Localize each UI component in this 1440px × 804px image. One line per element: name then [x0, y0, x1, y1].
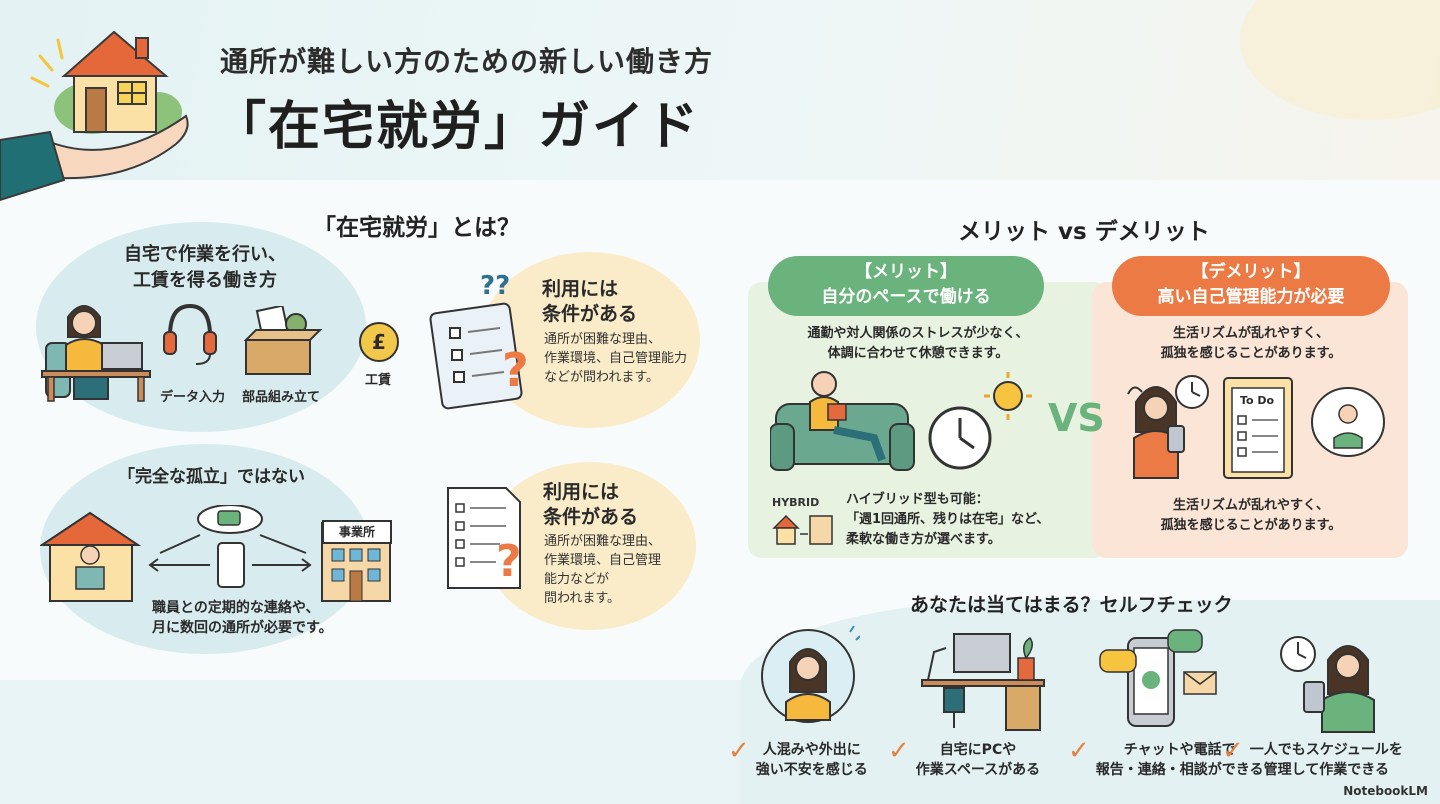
check-item-text: 人混みや外出に 強い不安を感じる — [755, 742, 868, 778]
person-laptop-icon — [41, 305, 151, 402]
header-band — [0, 0, 1440, 180]
isolation-heading: 「完全な孤立」ではない — [118, 467, 305, 487]
header-subtitle: 通所が難しい方のための新しい働き方 — [220, 45, 714, 78]
vs-badge: VS — [1048, 396, 1105, 440]
anxious-person-icon — [761, 625, 860, 723]
cond1-body: 通所が困難な理由、 作業環境、自己管理能力 などが問われます。 — [544, 332, 688, 385]
check-mark-icon: ✓ — [1068, 736, 1090, 766]
demerit-body: 生活リズムが乱れやすく、 孤独を感じることがあります。 — [1160, 326, 1342, 361]
check-item-4[interactable]: ✓ 一人でもスケジュールを 管理して作業できる — [1222, 736, 1403, 780]
task-label-data-entry: データ入力 — [160, 390, 226, 405]
check-item-text: 一人でもスケジュールを 管理して作業できる — [1249, 742, 1403, 778]
desk-pc-icon — [921, 633, 1045, 731]
check-mark-icon: ✓ — [1222, 736, 1244, 766]
definition-text: 自宅で作業を行い、 工賃を得る働き方 — [124, 244, 286, 291]
check-title: あなたは当てはまる？セルフチェック — [910, 594, 1233, 616]
check-mark-icon: ✓ — [888, 736, 910, 766]
merit-body: 通勤や対人関係のストレスが少なく、 体調に合わせて休憩できます。 — [807, 326, 1029, 361]
cond2-body: 通所が困難な理由、 作業環境、自己管理 能力などが 問われます。 — [544, 534, 662, 606]
page-title: 「在宅就労」ガイド — [214, 97, 701, 157]
schedule-person-icon — [1280, 636, 1375, 733]
hybrid-badge: HYBRID — [772, 496, 820, 509]
checklist-question-icon: ? — [447, 487, 522, 589]
relax-sofa-icon — [770, 371, 1032, 471]
hybrid-icon — [772, 514, 833, 545]
task-label-assembly: 部品組み立て — [242, 390, 321, 405]
office-sign: 事業所 — [322, 520, 392, 544]
check-item-1[interactable]: ✓ 人混みや外出に 強い不安を感じる — [728, 736, 868, 780]
check-item-3[interactable]: ✓ チャットや電話で 報告・連絡・相談ができる — [1068, 736, 1264, 780]
cond1-heading: 利用には 条件がある — [542, 278, 638, 325]
check-item-text: 自宅にPCや 作業スペースがある — [915, 742, 1041, 778]
wage-label: 工賃 — [365, 373, 392, 388]
hand-house-icon — [0, 30, 189, 202]
check-item-2[interactable]: ✓ 自宅にPCや 作業スペースがある — [888, 736, 1041, 780]
phone-chat-icon — [1099, 629, 1217, 727]
check-mark-icon: ✓ — [728, 736, 750, 766]
connection-diagram — [40, 505, 391, 602]
isolation-body: 職員との定期的な連絡や、 月に数回の通所が必要です。 — [152, 600, 333, 636]
todo-label: To Do — [1240, 394, 1275, 407]
check-item-text: チャットや電話で 報告・連絡・相談ができる — [1095, 742, 1264, 778]
merit-pill: 【メリット】 自分のペースで働ける — [768, 256, 1044, 316]
parts-box-icon — [243, 306, 323, 375]
coin-icon: £ — [359, 322, 399, 362]
svg-text:?: ? — [496, 536, 522, 587]
credit-label: NotebookLM — [1343, 784, 1428, 798]
svg-text:?: ? — [502, 343, 529, 397]
compare-title: メリット vs デメリット — [958, 219, 1210, 245]
headset-icon — [163, 303, 217, 365]
clipboard-question-icon: ?? ? — [429, 271, 529, 410]
stress-todo-icon — [1127, 375, 1385, 479]
svg-text:??: ?? — [480, 271, 510, 301]
about-title: 「在宅就労」とは？ — [313, 215, 520, 241]
demerit-pill: 【デメリット】 高い自己管理能力が必要 — [1112, 256, 1390, 316]
cond2-heading: 利用には 条件がある — [543, 481, 639, 528]
demerit-body-2: 生活リズムが乱れやすく、 孤独を感じることがあります。 — [1160, 498, 1342, 533]
hybrid-text: ハイブリッド型も可能： 「週1回通所、残りは在宅」など、 柔軟な働き方が選べます… — [846, 492, 1050, 547]
